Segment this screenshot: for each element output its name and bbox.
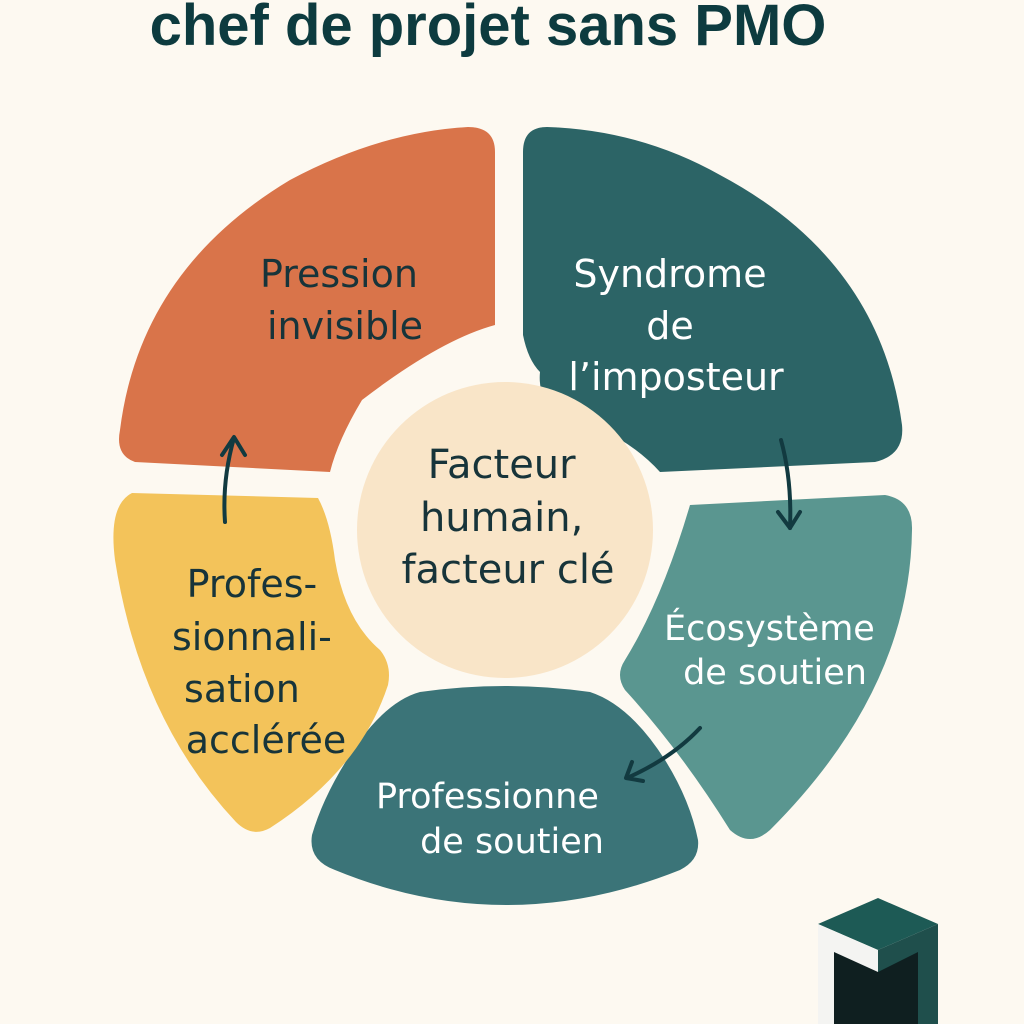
- diagram-title: chef de projet sans PMO: [150, 0, 827, 58]
- segment-pression-invisible: [119, 127, 495, 472]
- segment-professionnalisation: [113, 493, 389, 832]
- cube-logo-icon: [818, 898, 938, 1024]
- label-syndrome-imposteur: Syndrome de l’imposteur: [568, 252, 784, 399]
- segment-professionne-soutien: [311, 686, 699, 905]
- arrow-pression: [220, 435, 247, 524]
- center-label: Facteur humain, facteur clé: [401, 442, 614, 593]
- label-pression-invisible: Pression invisible: [260, 252, 430, 348]
- label-professionne-soutien: Professionne de soutien: [376, 777, 610, 862]
- arrow-syndrome-to-ecosysteme: [776, 438, 802, 530]
- label-professionnalisation: Profes- sionnali- sation acclérée: [172, 562, 346, 762]
- center-circle: [357, 382, 653, 678]
- label-ecosysteme-soutien: Écosystème de soutien: [664, 607, 886, 693]
- arrow-ecosysteme-to-professionne: [624, 726, 702, 783]
- segment-syndrome-imposteur: [523, 127, 903, 472]
- segment-ecosysteme-soutien: [620, 495, 913, 839]
